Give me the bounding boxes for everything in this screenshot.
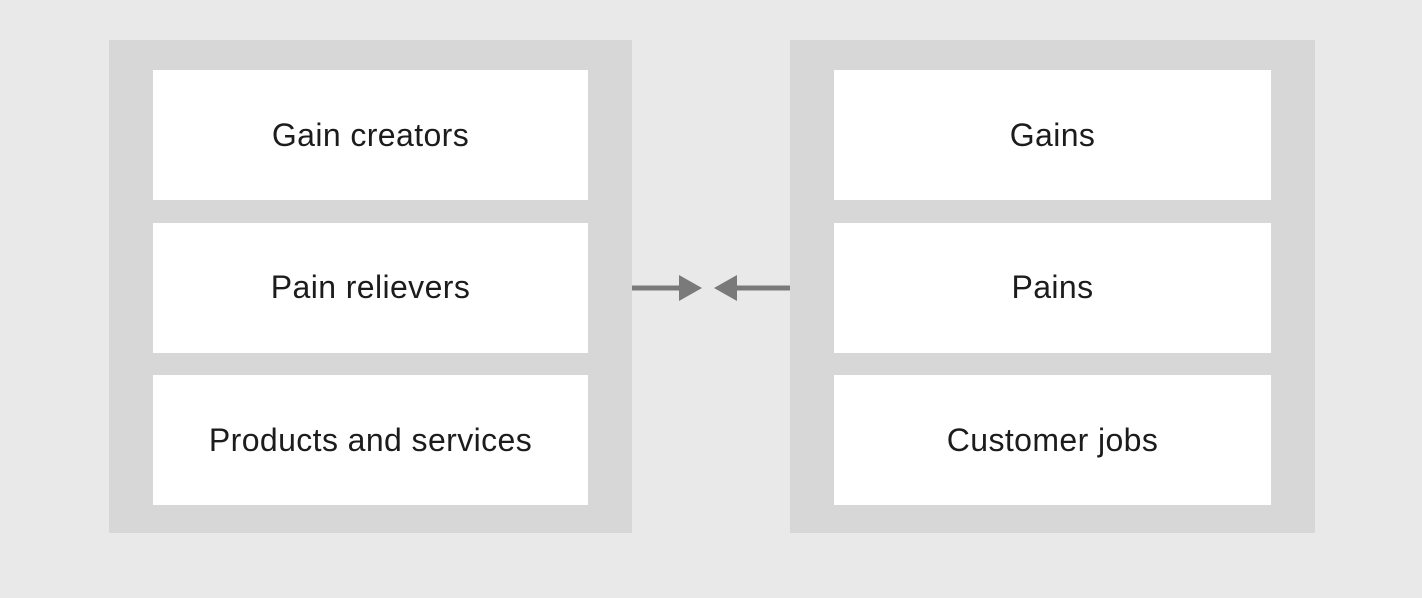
box-label: Gain creators <box>271 116 470 153</box>
box-label: Gains <box>1009 116 1096 153</box>
arrow-left-icon <box>714 274 790 302</box>
box-label: Pains <box>1011 269 1094 305</box>
arrows-connector <box>632 274 790 302</box>
box-label: Products and services <box>208 421 533 458</box>
diagram-box-products-and-services: Products and services <box>153 375 588 505</box>
box-label: Pain relievers <box>270 269 471 305</box>
diagram-box-pains: Pains <box>834 222 1271 353</box>
right-panel: Gains Pains Customer jobs <box>790 40 1315 533</box>
diagram-box-gain-creators: Gain creators <box>153 70 588 200</box>
left-panel: Gain creators Pain relievers Products an… <box>109 40 632 533</box>
diagram-box-gains: Gains <box>834 70 1271 200</box>
arrow-right-icon <box>632 274 702 302</box>
diagram-box-customer-jobs: Customer jobs <box>834 375 1271 505</box>
box-label: Customer jobs <box>946 421 1159 458</box>
diagram-box-pain-relievers: Pain relievers <box>153 222 588 353</box>
